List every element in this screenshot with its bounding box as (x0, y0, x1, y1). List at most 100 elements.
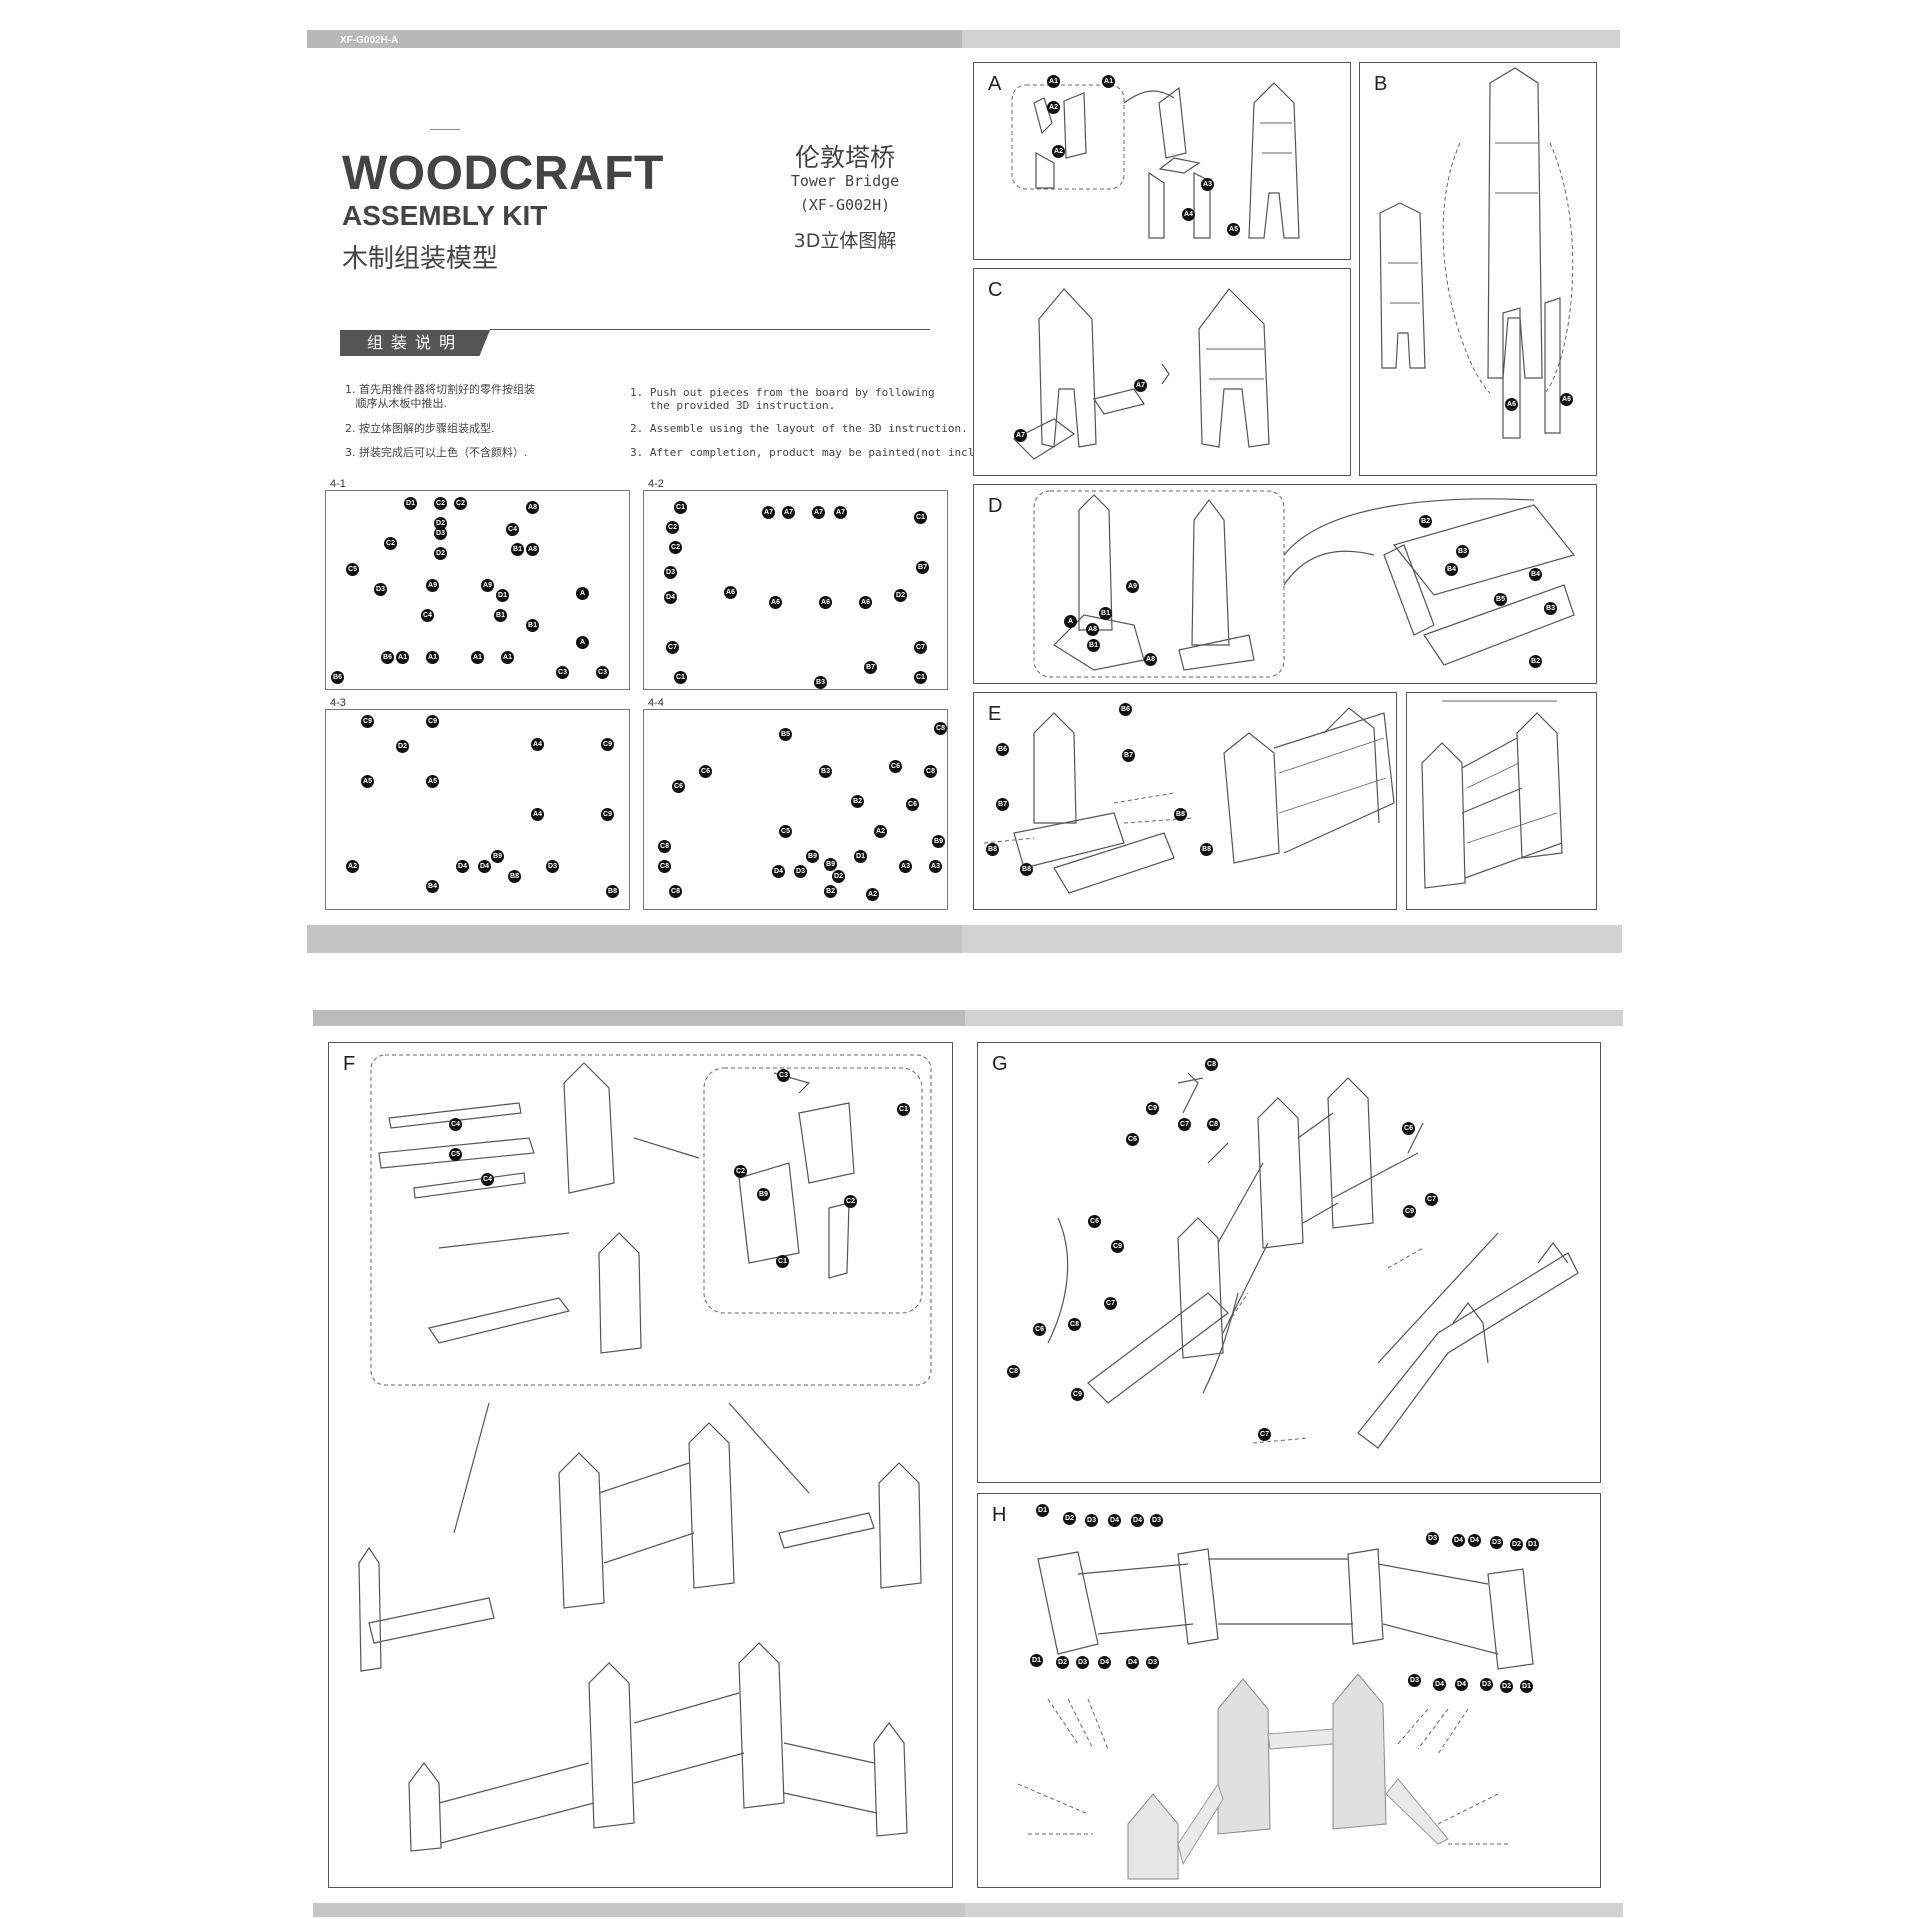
step-e-illustration (983, 707, 1395, 894)
part-tag-c9: C9 (426, 715, 439, 728)
part-tag-c5: C5 (346, 563, 359, 576)
part-tag-b2: B2 (851, 795, 864, 808)
part-tag-d4: D4 (664, 591, 677, 604)
part-tag-a3: A3 (899, 860, 912, 873)
step-c-illustration (1012, 288, 1270, 460)
part-tag-d4: D4 (1126, 1656, 1139, 1669)
part-tag-a2: A2 (866, 888, 879, 901)
part-tag-b4: B4 (1529, 568, 1542, 581)
part-tag-d3: D3 (1085, 1514, 1098, 1527)
instruction-cn-3: 3. 拼装完成后可以上色（不含颜料）. (345, 446, 528, 459)
part-tag-a6: A6 (769, 596, 782, 609)
part-tag-c6: C6 (1088, 1215, 1101, 1228)
step-b-illustration (1379, 67, 1574, 439)
top-right-page-footer-bar (962, 925, 1622, 953)
part-tag-c3: C3 (596, 666, 609, 679)
part-tag-d2: D2 (894, 589, 907, 602)
bottom-left-page-header-bar (313, 1010, 965, 1026)
part-tag-d3: D3 (374, 583, 387, 596)
instruction-en-1: 1. Push out pieces from the board by fol… (630, 386, 935, 412)
part-tag-d4: D4 (1455, 1678, 1468, 1691)
part-tag-c4: C4 (421, 609, 434, 622)
part-tag-d2: D2 (396, 740, 409, 753)
part-tag-b4: B4 (426, 880, 439, 893)
part-tag-c9: C9 (1071, 1388, 1084, 1401)
part-tag-b7: B7 (996, 798, 1009, 811)
part-tag-d2: D2 (1510, 1538, 1523, 1551)
part-tag-c2: C2 (666, 521, 679, 534)
part-tag-a: A (576, 587, 589, 600)
part-tag-a6: A6 (1505, 398, 1518, 411)
part-tag-d1: D1 (404, 497, 417, 510)
part-tag-a7: A7 (834, 506, 847, 519)
part-tag-c8: C8 (1205, 1058, 1218, 1071)
part-tag-d1: D1 (496, 589, 509, 602)
part-tag-c6: C6 (1126, 1133, 1139, 1146)
step-letter-d: D (988, 495, 1003, 517)
step-a-illustration (1011, 82, 1300, 239)
part-tag-a8: A8 (526, 543, 539, 556)
part-tag-b8: B8 (1020, 863, 1033, 876)
step-panel-e-result (1406, 692, 1597, 910)
part-tag-b8: B8 (1174, 808, 1187, 821)
part-tag-a5: A5 (426, 775, 439, 788)
part-tag-b8: B8 (986, 843, 999, 856)
part-tag-a6: A6 (859, 596, 872, 609)
part-tag-c8: C8 (1068, 1318, 1081, 1331)
part-tag-c9: C9 (601, 738, 614, 751)
step-letter-g: G (992, 1053, 1008, 1075)
part-tag-c2: C2 (734, 1165, 747, 1178)
part-tag-d2: D2 (434, 547, 447, 560)
document-code: XF-G002H-A (340, 35, 399, 46)
part-tag-d2: D2 (1063, 1512, 1076, 1525)
step-letter-c: C (988, 279, 1003, 301)
part-tag-b2: B2 (1419, 515, 1432, 528)
part-tag-b7: B7 (864, 661, 877, 674)
diagram-label: 3D立体图解 (793, 230, 897, 252)
part-tag-b7: B7 (1122, 749, 1135, 762)
part-tag-c8: C8 (669, 885, 682, 898)
part-tag-c2: C2 (384, 537, 397, 550)
top-right-page-header-bar (962, 30, 1620, 48)
part-tag-a1: A1 (426, 651, 439, 664)
part-tag-a6: A6 (819, 596, 832, 609)
part-tag-c7: C7 (1178, 1118, 1191, 1131)
part-tag-d3: D3 (1480, 1678, 1493, 1691)
part-tag-c2: C2 (454, 497, 467, 510)
part-tag-b3: B3 (1456, 545, 1469, 558)
part-tag-c4: C4 (481, 1173, 494, 1186)
part-tag-d4: D4 (1433, 1678, 1446, 1691)
part-tag-b2: B2 (824, 885, 837, 898)
part-tag-c7: C7 (914, 641, 927, 654)
instruction-en-3: 3. After completion, product may be pain… (630, 446, 1015, 459)
part-tag-a2: A2 (346, 860, 359, 873)
part-tag-b6: B6 (331, 671, 344, 684)
part-tag-d3: D3 (794, 865, 807, 878)
part-tag-c1: C1 (674, 501, 687, 514)
part-tag-a3: A3 (1201, 178, 1214, 191)
part-tag-d2: D2 (1056, 1656, 1069, 1669)
bottom-left-page-footer-bar (313, 1903, 965, 1917)
part-tag-b1: B1 (526, 619, 539, 632)
part-tag-a1: A1 (501, 651, 514, 664)
part-tag-c6: C6 (906, 798, 919, 811)
sheet-label-4-1: 4-1 (330, 478, 346, 490)
part-tag-c6: C6 (1402, 1122, 1415, 1135)
model-name-english: Tower Bridge (790, 172, 900, 190)
part-tag-c6: C6 (672, 780, 685, 793)
part-tag-a8: A8 (1086, 623, 1099, 636)
part-tag-a9: A9 (1126, 580, 1139, 593)
part-tag-a8: A8 (526, 501, 539, 514)
part-tag-b3: B3 (819, 765, 832, 778)
part-tag-c8: C8 (924, 765, 937, 778)
part-tag-d3: D3 (664, 566, 677, 579)
part-tag-d3: D3 (1146, 1656, 1159, 1669)
part-tag-d2: D2 (832, 870, 845, 883)
part-tag-b7: B7 (916, 561, 929, 574)
part-tag-d4: D4 (1098, 1656, 1111, 1669)
